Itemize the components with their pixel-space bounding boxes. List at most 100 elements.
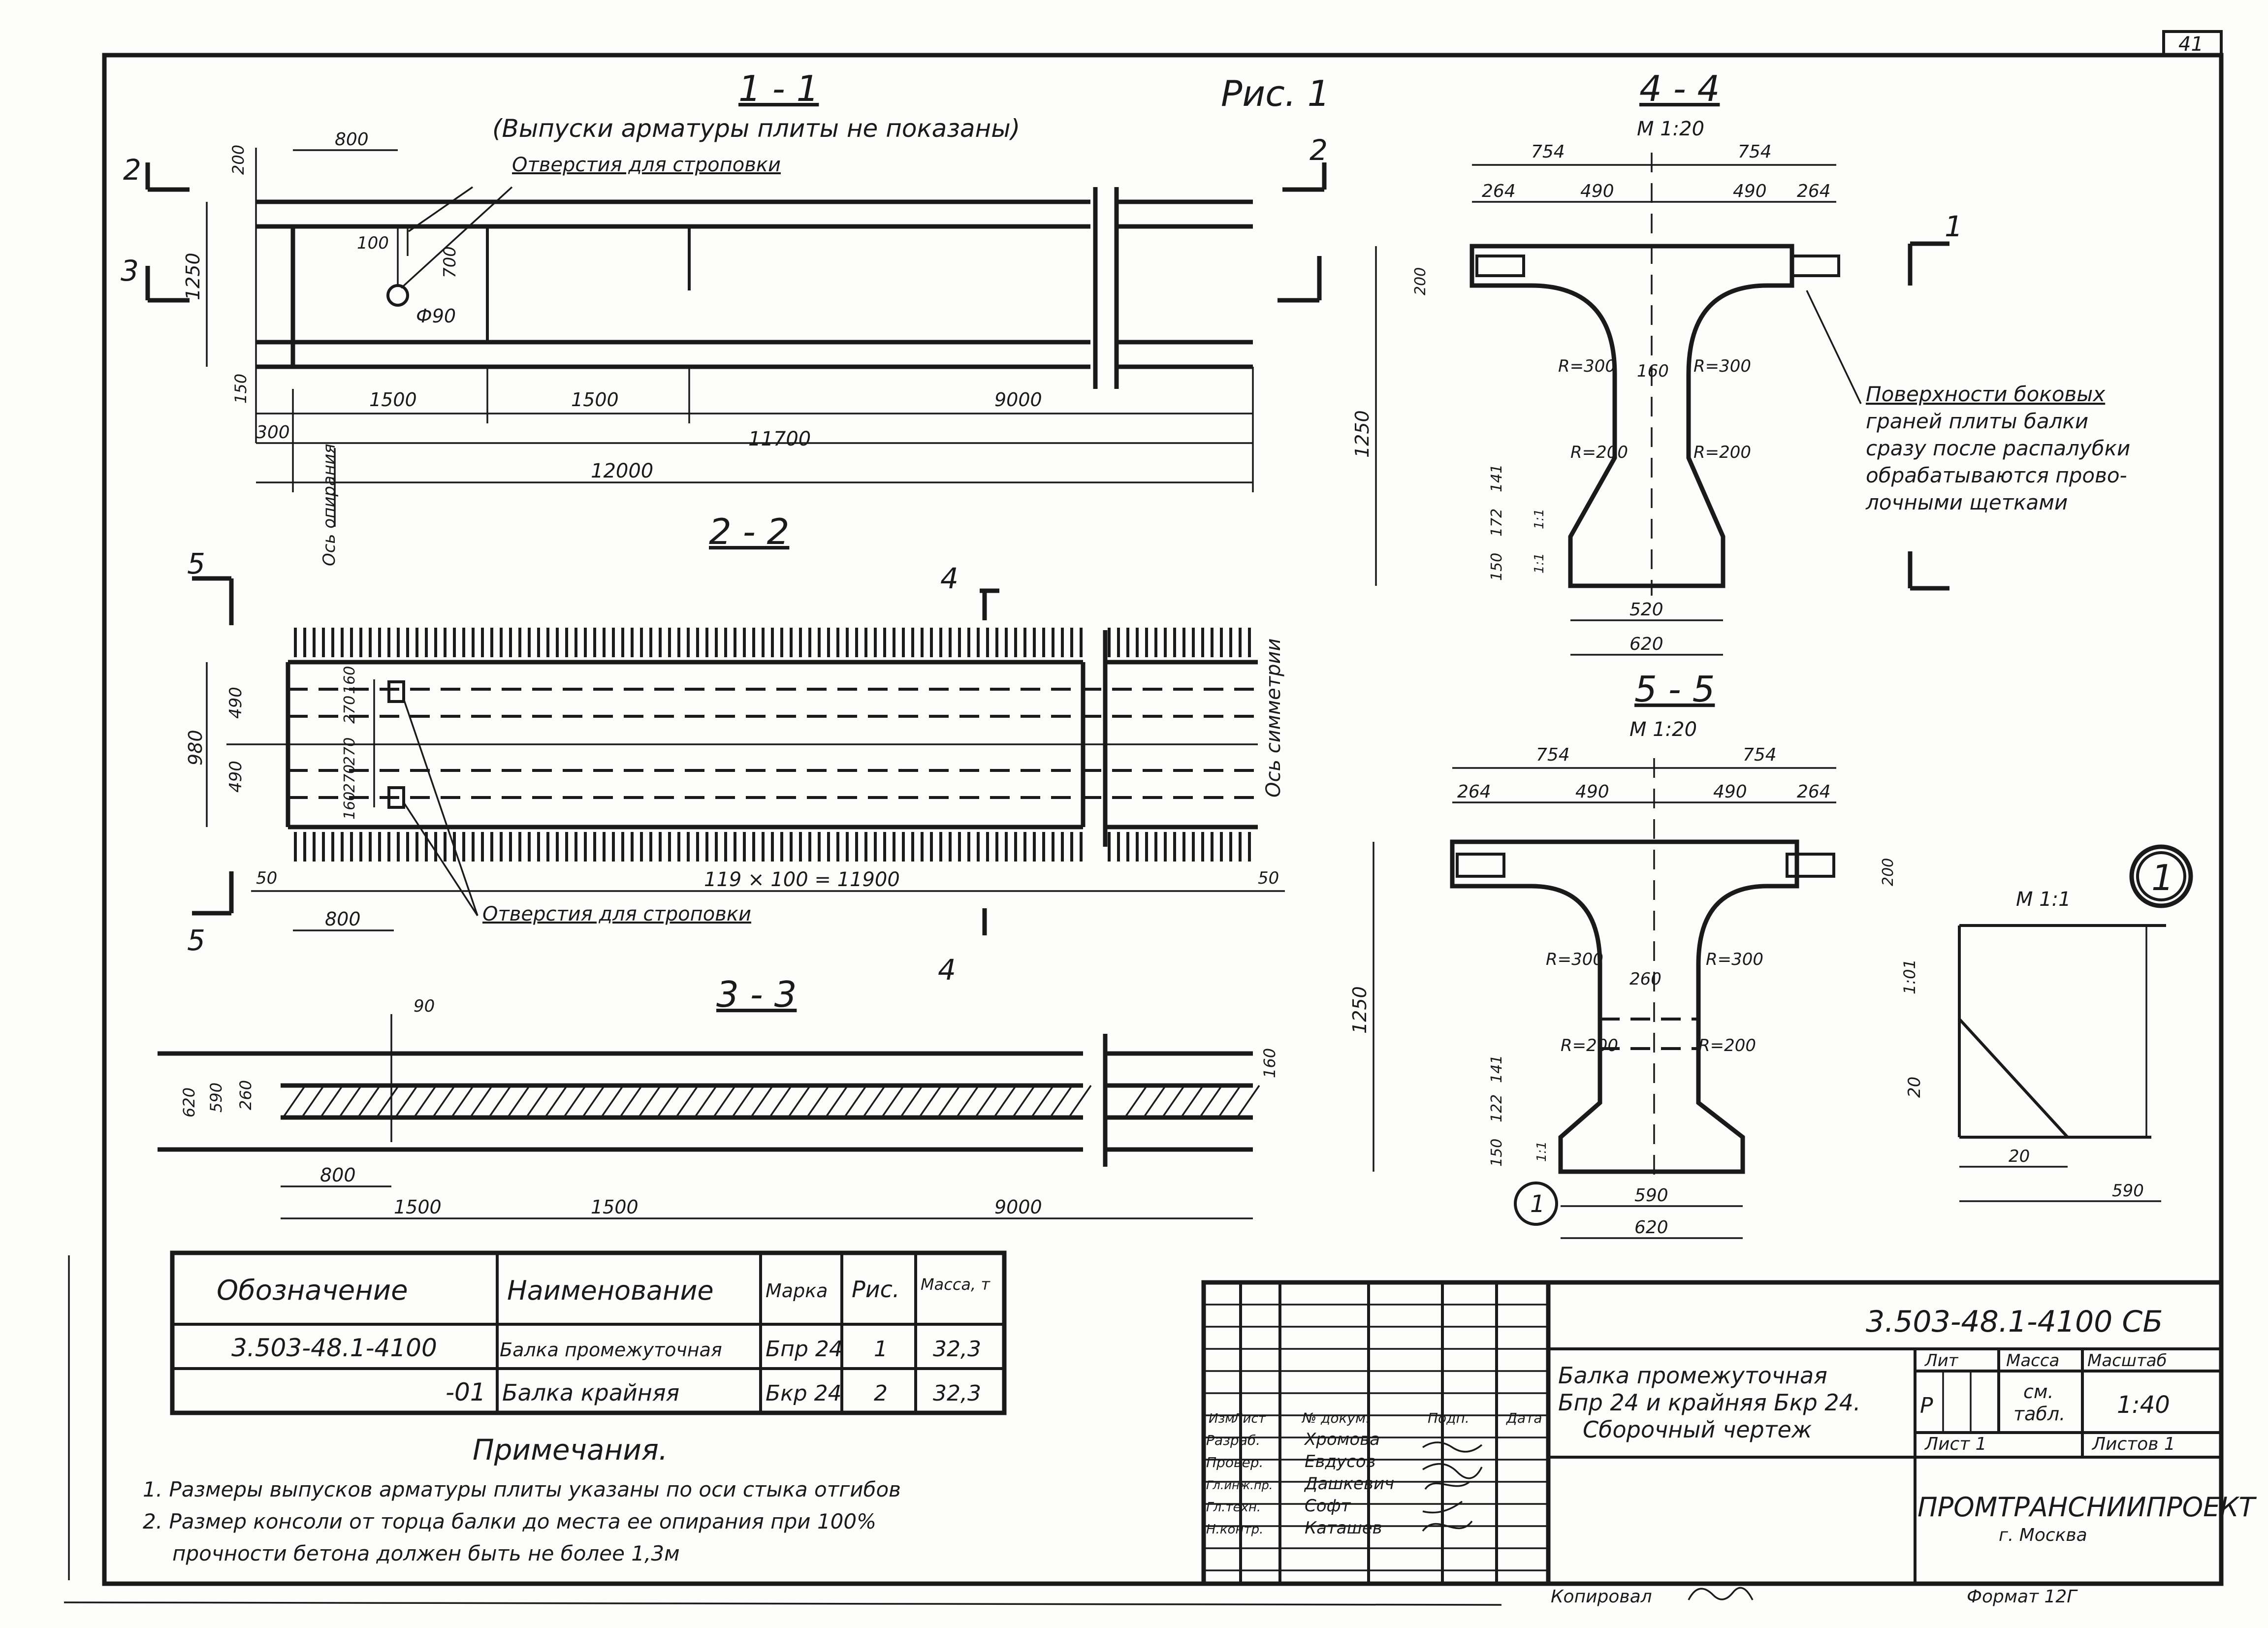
role: Гл.техн. bbox=[1206, 1500, 1261, 1515]
dim: 122 bbox=[1488, 1094, 1505, 1122]
cut-mark: 5 bbox=[187, 547, 205, 580]
sheet-frame: 41 Рис. 1 bbox=[64, 30, 2224, 1606]
dim: 590 bbox=[1634, 1185, 1668, 1206]
dim: 980 bbox=[185, 730, 206, 766]
dim: 620 bbox=[1629, 634, 1663, 654]
dim: 264 bbox=[1457, 782, 1491, 802]
note-item: прочности бетона должен быть не более 1,… bbox=[172, 1541, 680, 1565]
dim: 160 bbox=[1260, 1048, 1279, 1078]
dim: 1250 bbox=[1349, 986, 1371, 1034]
dim: 150 bbox=[231, 374, 250, 404]
dim: 490 bbox=[1713, 782, 1747, 802]
dim: 800 bbox=[335, 129, 369, 150]
section-2-2: 2 - 2 5 5 4 4 980 490 490 160 270 270 2 bbox=[185, 511, 1285, 987]
tb-value: табл. bbox=[2013, 1403, 2065, 1425]
dim: 754 bbox=[1536, 745, 1570, 765]
sheet-number: 41 bbox=[2178, 33, 2204, 56]
stirrup-ticks-bottom bbox=[294, 832, 1251, 862]
dim: R=300 bbox=[1706, 950, 1763, 969]
dim: 141 bbox=[1488, 464, 1505, 492]
dim: 800 bbox=[325, 908, 361, 930]
tb-label: Лит bbox=[1924, 1351, 1959, 1371]
tb-value: см. bbox=[2023, 1381, 2054, 1403]
doc-name-line: Балка промежуточная bbox=[1558, 1362, 1827, 1389]
dim: 1:01 bbox=[1900, 959, 1919, 994]
copied-by-label: Копировал bbox=[1551, 1587, 1652, 1607]
dim: 150 bbox=[1488, 1139, 1505, 1167]
dim: 490 bbox=[1575, 782, 1609, 802]
tb-value: 1:40 bbox=[2117, 1391, 2170, 1419]
tb-value: Р bbox=[1920, 1393, 1933, 1418]
cut-mark: 2 bbox=[1310, 133, 1328, 167]
dim: 50 bbox=[1258, 868, 1279, 888]
title-block: 3.503-48.1-4100 СБ Балка промежуточная Б… bbox=[1201, 1280, 2257, 1586]
dim: 141 bbox=[1488, 1055, 1505, 1083]
dim: Ф90 bbox=[416, 305, 456, 327]
dim: 1500 bbox=[369, 389, 417, 411]
section-title: 2 - 2 bbox=[709, 511, 789, 552]
spec-table: Обозначение Наименование Марка Рис. Масс… bbox=[170, 1250, 1007, 1415]
note-line: обрабатываются прово- bbox=[1866, 463, 2127, 487]
dim: 754 bbox=[1743, 745, 1777, 765]
doc-name-line: Бпр 24 и крайняя Бкр 24. bbox=[1558, 1389, 1861, 1416]
role: Провер. bbox=[1206, 1454, 1263, 1470]
detail-callout: 1 bbox=[2151, 857, 2174, 898]
dim: 100 bbox=[357, 233, 389, 253]
section-5-5: 5 - 5 М 1:20 754 754 264 490 490 264 200… bbox=[1349, 669, 1897, 1239]
tb-col-header: Подп. bbox=[1428, 1410, 1469, 1426]
dim: 160 bbox=[341, 666, 358, 694]
dim: 12000 bbox=[591, 460, 653, 482]
table-cell: Балка промежуточная bbox=[500, 1339, 722, 1361]
table-cell: 2 bbox=[874, 1381, 888, 1406]
dim: 260 bbox=[1629, 969, 1661, 989]
person: Евдусов bbox=[1305, 1452, 1376, 1471]
role: Гл.инж.пр. bbox=[1206, 1478, 1273, 1492]
dim: 490 bbox=[1733, 181, 1767, 201]
section-scale: М 1:20 bbox=[1629, 718, 1697, 741]
role: Разраб. bbox=[1206, 1432, 1260, 1448]
person: Каташев bbox=[1305, 1518, 1382, 1538]
tb-col-header: Дата bbox=[1505, 1410, 1542, 1426]
tb-sheets: Листов 1 bbox=[2091, 1434, 2175, 1454]
doc-name-line: Сборочный чертеж bbox=[1583, 1416, 1812, 1443]
dim: 160 bbox=[341, 792, 358, 820]
table-header: Масса, т bbox=[921, 1275, 990, 1294]
cut-mark: 3 bbox=[121, 254, 139, 287]
dim: R=300 bbox=[1546, 950, 1603, 969]
copied-by-signature bbox=[1688, 1587, 1754, 1600]
format-label: Формат 12Г bbox=[1967, 1587, 2078, 1607]
note-item: 1. Размеры выпусков арматуры плиты указа… bbox=[143, 1477, 901, 1501]
dim: 1:1 bbox=[1532, 509, 1547, 529]
dim: 1500 bbox=[394, 1196, 442, 1218]
dim: 270 bbox=[341, 765, 358, 793]
table-cell: Балка крайняя bbox=[502, 1379, 679, 1406]
hatching bbox=[282, 1085, 1260, 1118]
note-line: сразу после распалубки bbox=[1866, 436, 2130, 460]
dim: 1500 bbox=[571, 389, 619, 411]
dim: 590 bbox=[207, 1083, 225, 1113]
dim: R=200 bbox=[1561, 1036, 1618, 1055]
dim: 800 bbox=[320, 1164, 356, 1186]
dim: 20 bbox=[1905, 1077, 1924, 1098]
cut-mark: 1 bbox=[1945, 210, 1963, 243]
cut-mark: 2 bbox=[123, 153, 141, 187]
dim: 754 bbox=[1738, 142, 1772, 162]
title-block-grid bbox=[1204, 1282, 1548, 1584]
dim: 270 bbox=[341, 696, 358, 724]
dim: 9000 bbox=[994, 1196, 1042, 1218]
dim: 1250 bbox=[182, 253, 204, 300]
dim: 264 bbox=[1797, 782, 1831, 802]
dim: 260 bbox=[236, 1080, 255, 1110]
detail-scale: М 1:1 bbox=[2016, 888, 2071, 911]
dim: 520 bbox=[1629, 600, 1663, 620]
dim: 20 bbox=[2009, 1147, 2030, 1166]
tb-col-header: Лист bbox=[1233, 1411, 1266, 1426]
dim: 1:1 bbox=[1534, 1141, 1549, 1162]
dim: 1250 bbox=[1351, 410, 1373, 458]
hole-label: Отверстия для строповки bbox=[512, 154, 781, 176]
section-subtitle: (Выпуски арматуры плиты не показаны) bbox=[492, 114, 1020, 143]
dim: 620 bbox=[1634, 1217, 1668, 1238]
cut-mark: 4 bbox=[940, 562, 958, 595]
dim: 754 bbox=[1531, 142, 1565, 162]
